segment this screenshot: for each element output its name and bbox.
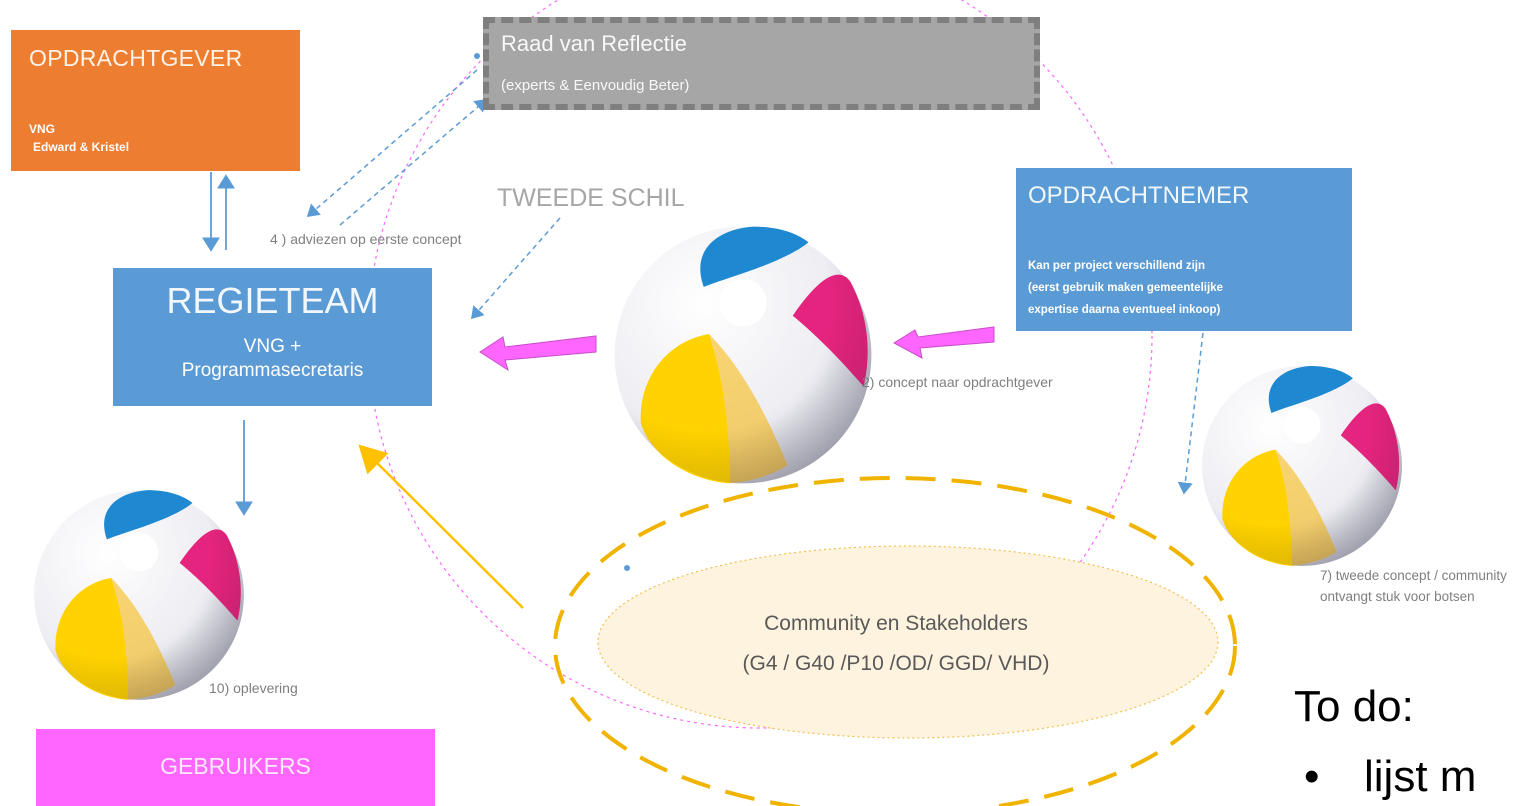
raad-subtitle: (experts & Eenvoudig Beter): [501, 77, 690, 94]
step10-label: 10) oplevering: [209, 680, 298, 696]
beach-ball-oplevering: [34, 490, 244, 700]
beach-ball-concept: [614, 226, 872, 484]
opdrachtnemer-description-line: expertise daarna eventueel inkoop): [1028, 304, 1221, 316]
community-subtitle: (G4 / G40 /P10 /OD/ GGD/ VHD): [742, 652, 1050, 675]
regieteam-line2: Programmasecretaris: [181, 360, 364, 381]
advies-arrow: [471, 217, 561, 320]
step7-label: 7) tweede concept / community ontvangt s…: [1320, 568, 1507, 604]
tweede-schil-label: TWEEDE SCHIL: [497, 184, 685, 212]
opdrachtgever-line2: Edward & Kristel: [33, 140, 130, 154]
opdrachtnemer-box: OPDRACHTNEMER Kan per project verschille…: [1016, 168, 1352, 331]
opdrachtgever-title: OPDRACHTGEVER: [29, 45, 243, 71]
opdrachtnemer-title: OPDRACHTNEMER: [1028, 182, 1250, 209]
step2-label: 2) concept naar opdrachtgever: [862, 374, 1053, 390]
opdrachtnemer-description-line: (eerst gebruik maken gemeentelijke: [1028, 282, 1223, 294]
tweede-schil-circle: [367, 0, 1153, 729]
community-outer-ring: [553, 476, 1237, 806]
todo-item: lijst m: [1364, 752, 1477, 801]
community-title: Community en Stakeholders: [764, 612, 1028, 635]
concept-arrow-right: [892, 326, 995, 359]
opdrachtnemer-to-community-arrow: [1177, 332, 1204, 495]
regieteam-to-raad-arrow: [339, 99, 488, 226]
community-dot: [624, 565, 630, 571]
opdrachtnemer-description-line: Kan per project verschillend zijn: [1028, 260, 1206, 272]
community-ellipse: [597, 545, 1219, 739]
regieteam-line1: VNG +: [243, 336, 302, 357]
gebruikers-box: GEBRUIKERS: [36, 729, 435, 806]
raad-van-reflectie-box: Raad van Reflectie (experts & Eenvoudig …: [483, 17, 1040, 110]
opdrachtgever-line1: VNG: [29, 122, 56, 136]
regieteam-title: REGIETEAM: [166, 280, 379, 321]
gebruikers-title: GEBRUIKERS: [160, 753, 311, 779]
todo-bullet: •: [1304, 752, 1320, 801]
todo-title: To do:: [1294, 682, 1414, 731]
beach-ball-tweede-concept: [1202, 366, 1402, 566]
connector-dot: [474, 53, 480, 59]
concept-arrow-left: [479, 335, 597, 372]
opdrachtgever-box: OPDRACHTGEVER VNG Edward & Kristel: [11, 30, 300, 171]
raad-to-regieteam-arrow: [306, 69, 478, 217]
raad-title: Raad van Reflectie: [501, 31, 687, 56]
community-feedback-arrow: [358, 444, 524, 609]
step4-label: 4 ) adviezen op eerste concept: [270, 231, 462, 247]
regieteam-box: REGIETEAM VNG + Programmasecretaris: [113, 268, 432, 406]
